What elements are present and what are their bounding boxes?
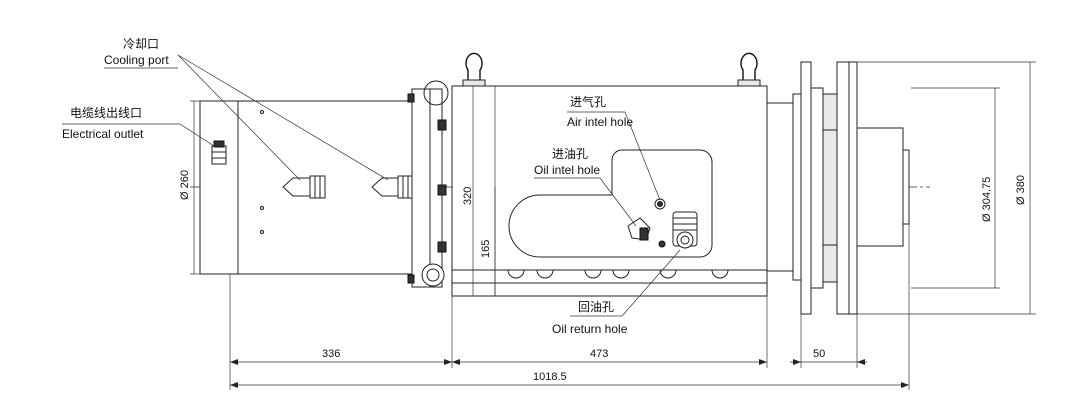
dim-50: 50 [790,348,867,365]
callout-electrical-outlet-cn: 电缆线出线口 [70,106,142,120]
dim-165: 165 [480,187,496,296]
dim-label-50: 50 [813,348,825,360]
callout-oil-inlet-en: Oil intel hole [534,163,600,177]
callout-cooling-port-en: Cooling port [104,53,169,67]
callout-air-inlet-cn: 进气孔 [570,94,606,109]
leader-air-inlet [567,111,661,201]
leader-oil-inlet [534,177,637,227]
dim-dia-260: Ø 260 [179,100,200,275]
callout-oil-inlet-cn: 进油孔 [552,147,588,161]
dim-label-dia-260: Ø 260 [179,170,191,200]
dim-label-165: 165 [480,240,492,258]
cooling-port-fitting-1 [282,175,326,199]
oil-inlet-fitting [627,217,651,241]
dim-473: 473 [452,348,767,365]
callout-electrical-outlet-en: Electrical outlet [62,127,144,141]
electrical-outlet-fitting [211,140,227,165]
callout-oil-return-en: Oil return hole [552,322,628,336]
dim-label-320: 320 [462,187,474,205]
callout-oil-return-cn: 回油孔 [578,300,614,314]
front-nose [766,61,910,315]
main-housing [451,52,768,297]
dim-336: 336 [230,348,452,365]
dim-dia-380: Ø 380 [857,61,1036,315]
callout-cooling-port-cn: 冷却口 [123,37,159,51]
dim-dia-304: Ø 304.75 [911,87,1000,289]
leader-oil-return [570,249,681,317]
dim-label-dia-380: Ø 380 [1015,175,1027,205]
dim-1018: 1018.5 [230,371,909,388]
leader-cooling-port [104,54,389,181]
dim-label-1018: 1018.5 [533,371,567,383]
callout-air-inlet-en: Air intel hole [567,115,633,129]
cooling-port-fitting-2 [371,175,413,199]
dim-label-473: 473 [590,348,608,360]
dim-label-336: 336 [322,348,340,360]
oil-channel-outline [508,149,713,258]
oil-return-fitting [658,211,698,249]
dim-320: 320 [462,86,474,296]
leader-electrical-outlet [62,123,215,147]
dim-label-dia-304: Ø 304.75 [981,177,993,222]
air-inlet-hole [654,198,666,210]
rear-flange [407,80,449,288]
